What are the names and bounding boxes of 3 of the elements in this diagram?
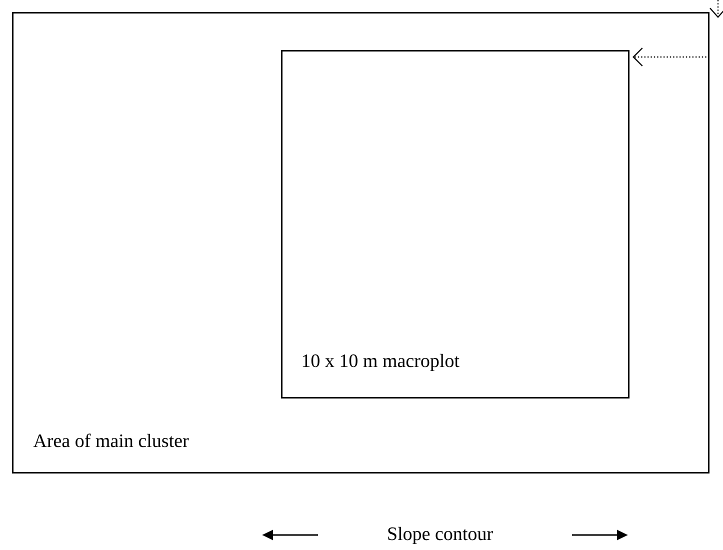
slope-label: Slope contour xyxy=(388,526,493,544)
macroplot-box: 10 x 10 m macroplot xyxy=(281,50,630,398)
dotted-arrow xyxy=(632,48,710,66)
